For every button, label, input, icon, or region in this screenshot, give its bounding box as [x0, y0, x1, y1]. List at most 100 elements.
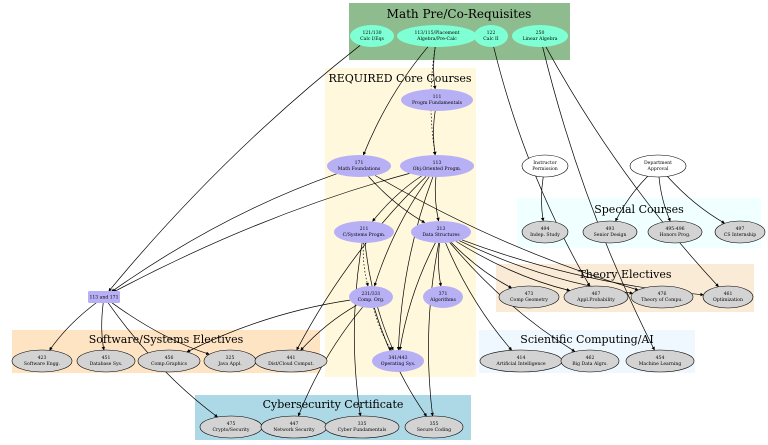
node-shape: [334, 221, 394, 243]
edge-c171-to-t476: [375, 175, 639, 291]
edge-c213-to-a414: [445, 242, 512, 351]
node-number: 461: [724, 291, 733, 297]
node-title: Network Security: [273, 427, 315, 433]
edge-c213-to-t473: [450, 242, 513, 289]
node-shape: [423, 286, 463, 308]
cluster-title-sci: Scientific Computing/AI: [520, 333, 653, 346]
node-number: Instructor: [533, 160, 557, 166]
node-title: Obj.Oriented Progm.: [413, 166, 462, 172]
node-shape: [582, 220, 638, 244]
node-title: Math Foundations: [338, 166, 381, 172]
node-number: 454: [656, 355, 665, 361]
edge-c171-to-j113171: [111, 173, 337, 292]
edge-j113171-to-w423: [49, 302, 98, 351]
node-title: Secure Coding: [417, 427, 451, 433]
edge-c113-to-c231: [373, 176, 430, 287]
node-number: 122: [487, 30, 496, 36]
node-title: C/Systems Progm.: [343, 232, 386, 238]
node-title: Cyber Fundamentals: [338, 427, 387, 433]
node-shape: [521, 154, 569, 178]
cluster-title-math: Math Pre/Co-Requisites: [387, 7, 532, 21]
node-j113171[interactable]: 113 and 171: [88, 291, 120, 303]
node-title: Machine Learning: [639, 361, 682, 367]
node-shape: [404, 415, 464, 439]
node-number: 441: [287, 355, 296, 361]
node-shape: [563, 285, 629, 309]
node-number: 451: [102, 355, 111, 361]
node-shape: [630, 285, 694, 309]
node-title: Approval: [647, 166, 669, 172]
edge-c113-to-c341: [396, 176, 434, 351]
node-number: 213: [437, 226, 446, 232]
node-shape: [629, 154, 687, 178]
node-title: Database Sys.: [90, 361, 123, 367]
edge-m250-to-t461: [545, 46, 719, 288]
edge-c231-to-w456: [186, 299, 350, 353]
node-number: 121/130: [362, 30, 381, 36]
edge-c113-to-j113171: [112, 173, 410, 293]
node-number: 494: [541, 226, 550, 232]
node-title: Indep. Study: [530, 232, 560, 238]
node-number: 414: [517, 355, 526, 361]
node-number: 113/115/Placement: [414, 30, 459, 36]
edge-c113-to-w441: [296, 176, 427, 351]
node-number: 467: [592, 291, 601, 297]
node-number: 447: [290, 421, 299, 427]
edge-c113-to-c211: [372, 175, 422, 222]
edge-c211-to-y335: [353, 242, 363, 417]
node-title: Java Appl.: [217, 361, 242, 367]
node-title: Dist/Cloud Comput.: [268, 361, 314, 367]
node-title: Algebra/Pre-Calc: [416, 36, 457, 42]
node-title: Appl.Probability: [576, 297, 615, 303]
node-shape: [625, 349, 695, 373]
node-shape: [411, 221, 471, 243]
node-shape: [560, 349, 620, 373]
node-shape: [521, 220, 569, 244]
node-number: 475: [227, 421, 236, 427]
node-shape: [254, 349, 328, 373]
node-number: 113: [433, 160, 442, 166]
node-number: 211: [360, 226, 369, 232]
node-title: Comp Geometry: [510, 297, 548, 303]
node-shape: [137, 349, 201, 373]
node-number: 325: [226, 355, 235, 361]
node-title: CS Internship: [724, 232, 756, 238]
edge-c213-to-y355: [428, 242, 440, 417]
node-shape: [11, 349, 73, 373]
